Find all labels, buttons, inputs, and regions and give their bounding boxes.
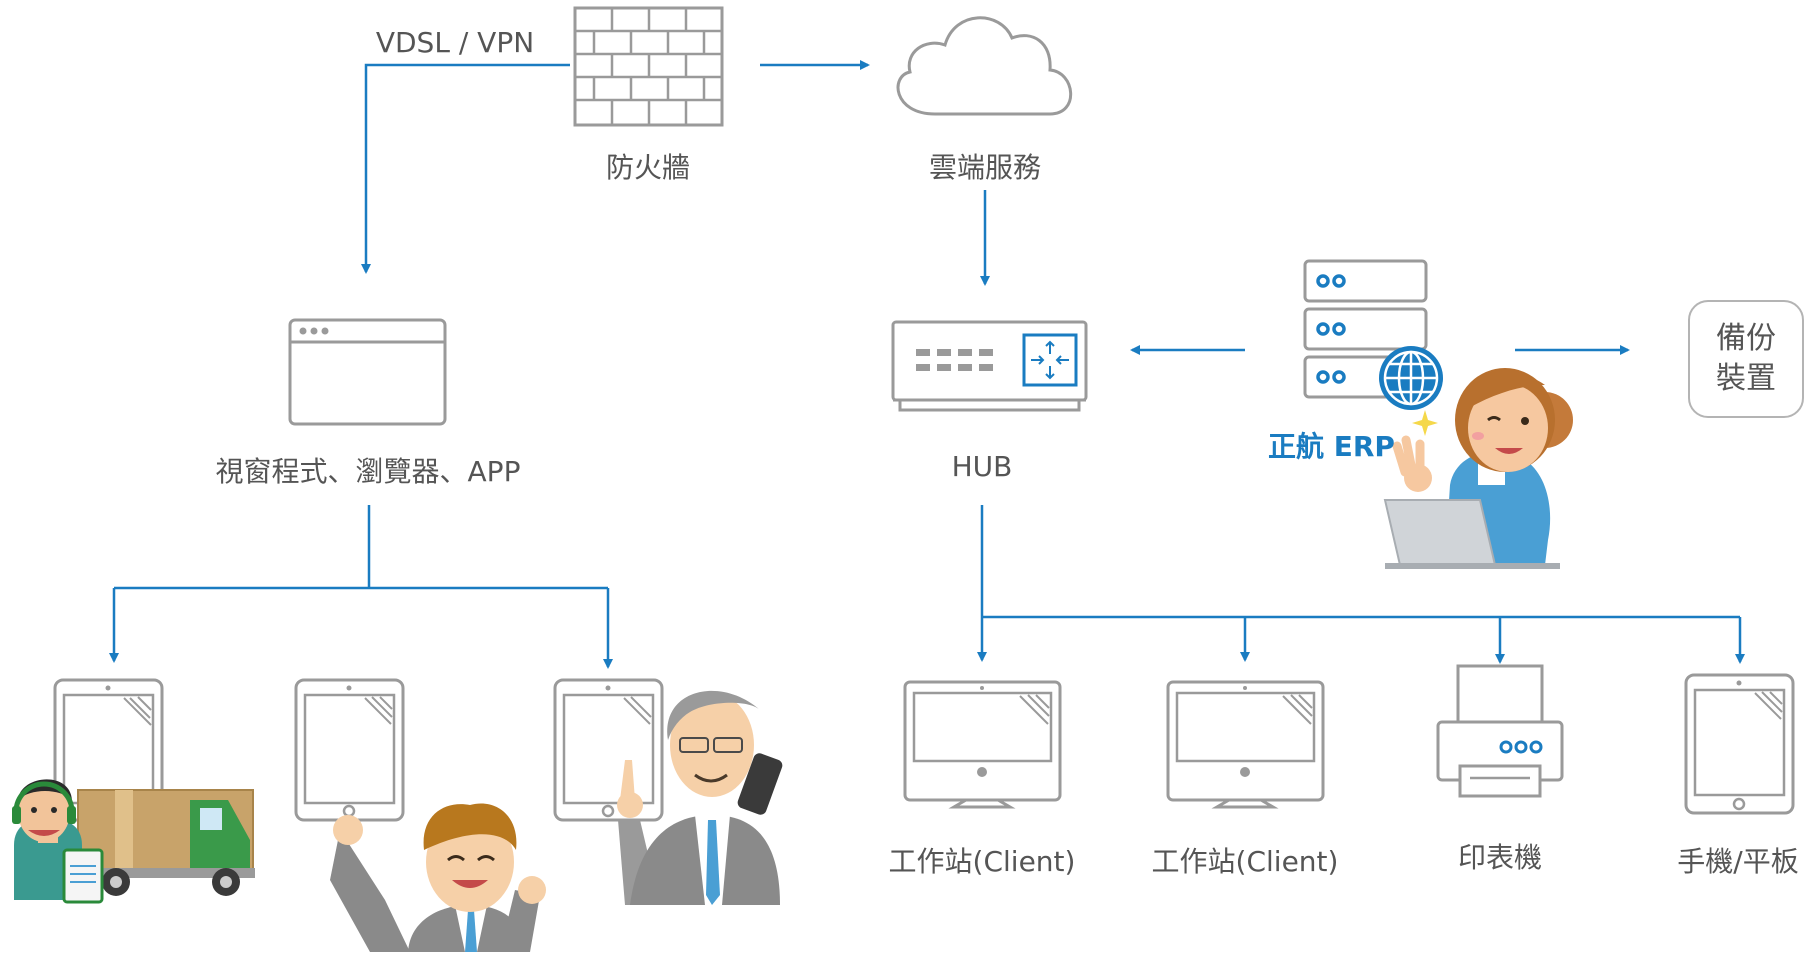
cheering-businessman-illustration <box>330 803 546 952</box>
browser-window-icon <box>288 318 447 426</box>
printer-label: 印表機 <box>1457 841 1543 874</box>
tablet-icon-2 <box>294 678 405 822</box>
backup-label: 備份裝置 <box>1716 321 1776 396</box>
connectors <box>109 60 1745 669</box>
arrow-firewall-to-browser <box>361 63 570 274</box>
workstation-1-label: 工作站(Client) <box>888 845 1076 878</box>
erp-user-illustration <box>1383 368 1573 569</box>
delivery-illustration <box>12 779 255 904</box>
erp-label: 正航 ERP <box>1268 430 1395 463</box>
globe-icon <box>1379 346 1443 410</box>
brick-wall-icon <box>573 6 724 127</box>
cloud-label: 雲端服務 <box>928 151 1042 184</box>
phone-businessman-illustration <box>617 690 783 905</box>
vdsl-vpn-label: VDSL / VPN <box>375 26 535 59</box>
network-hub-icon <box>891 320 1088 412</box>
tablet-icon-mobile <box>1684 673 1795 815</box>
printer-icon <box>1436 664 1564 798</box>
monitor-icon-1 <box>903 680 1062 809</box>
hub-label: HUB <box>951 450 1013 483</box>
backup-device-icon: 備份裝置 <box>1688 300 1804 418</box>
monitor-icon-2 <box>1166 680 1325 809</box>
browser-label: 視窗程式、瀏覽器、APP <box>215 455 521 488</box>
mobile-label: 手機/平板 <box>1677 845 1799 878</box>
tablet-icon-3 <box>553 678 664 822</box>
workstation-2-label: 工作站(Client) <box>1151 845 1339 878</box>
firewall-label: 防火牆 <box>605 151 691 184</box>
cloud-icon <box>896 16 1073 116</box>
tablet-icon-1 <box>53 678 164 822</box>
